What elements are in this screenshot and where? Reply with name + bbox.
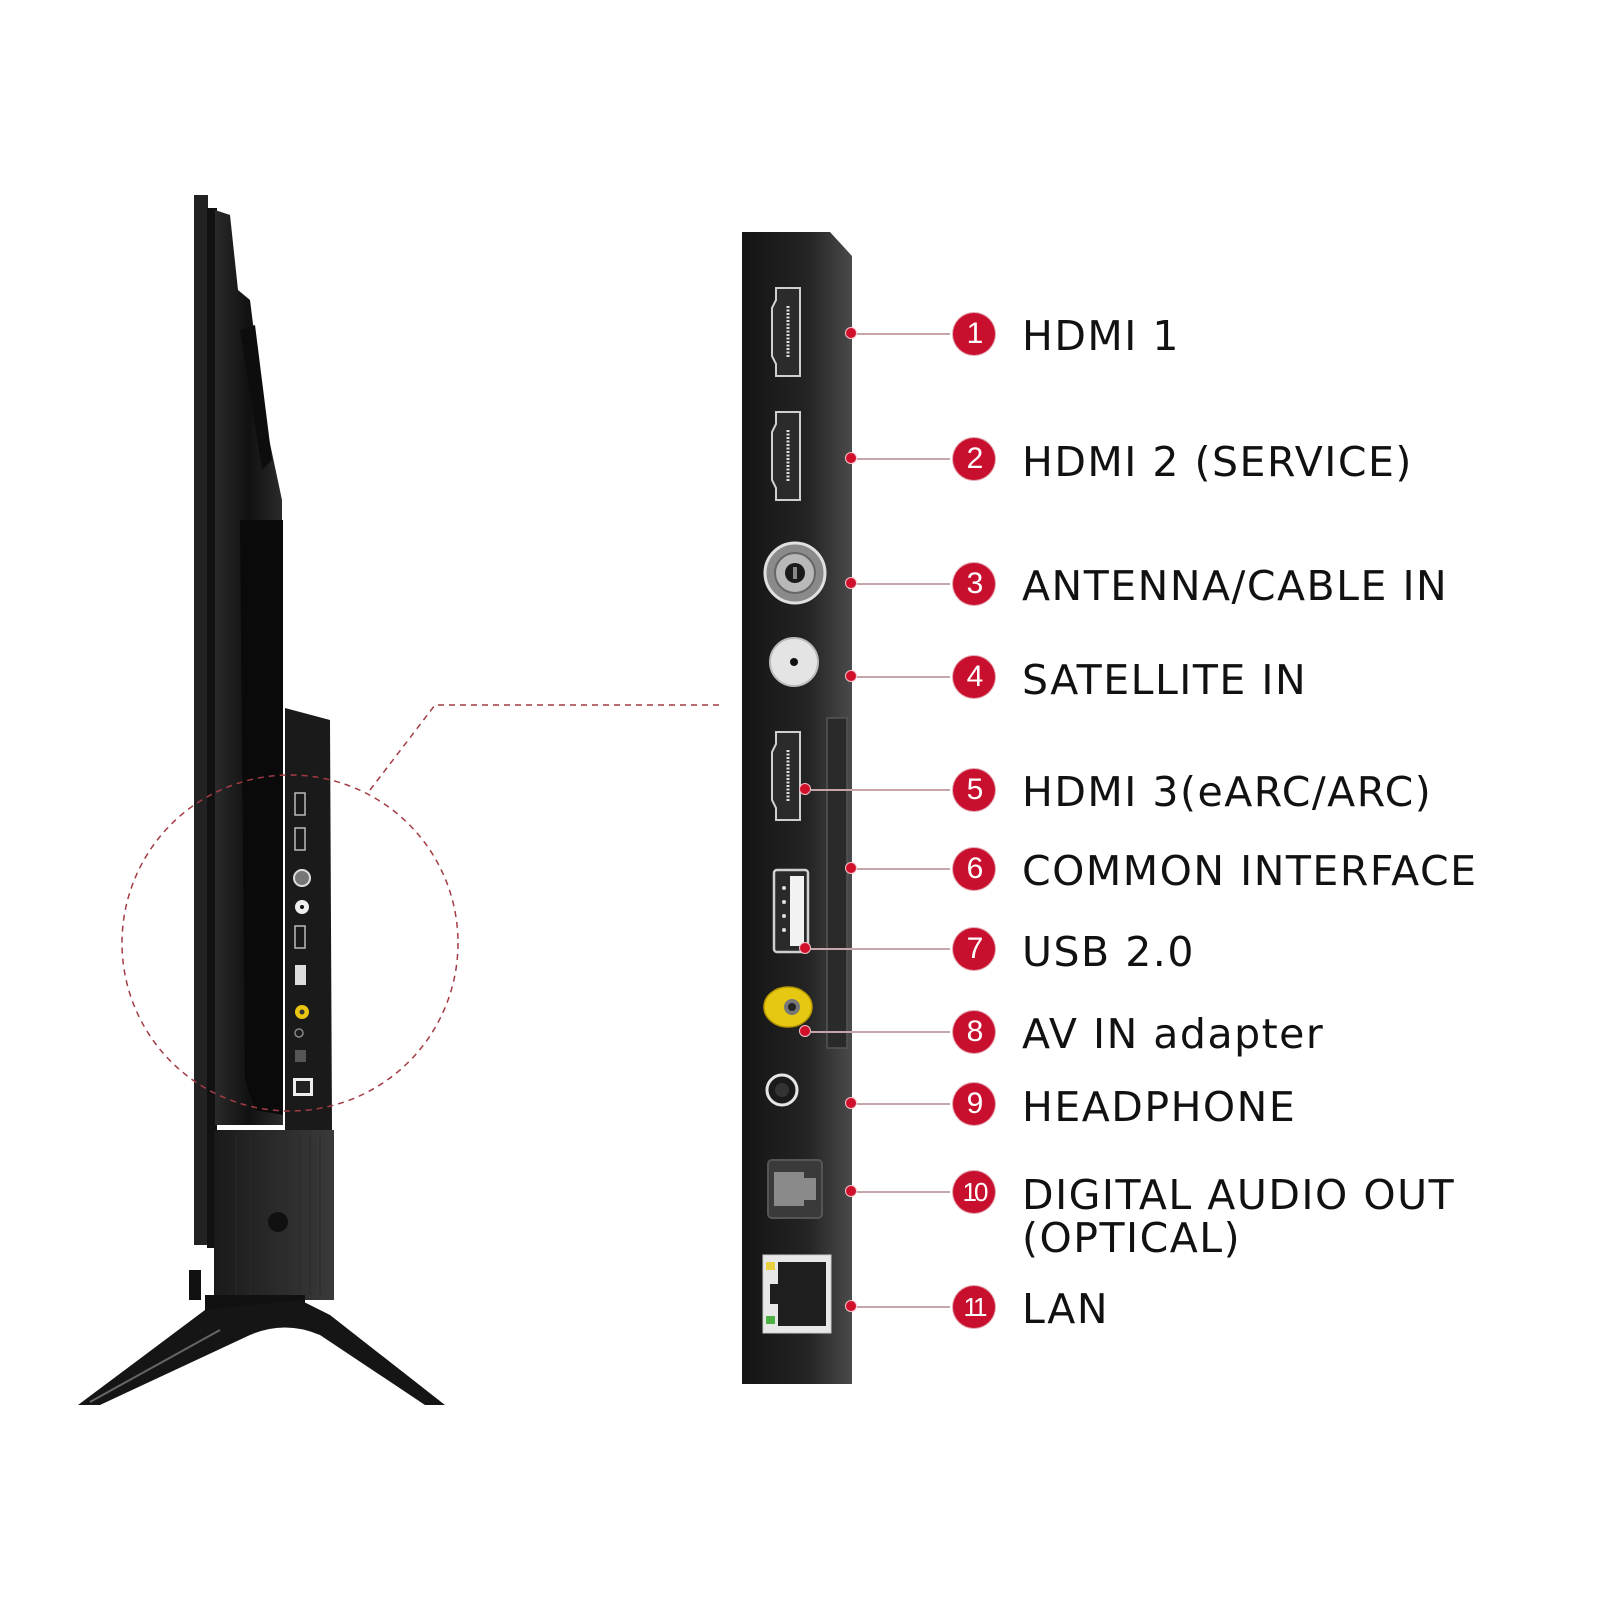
port-label: HEADPHONE (1022, 1083, 1297, 1131)
usb-port-icon[interactable] (772, 868, 810, 954)
tv-side-profile-illustration (78, 195, 720, 1405)
number-badge: 1 (953, 313, 995, 355)
port-label: HDMI 3(eARC/ARC) (1022, 768, 1433, 816)
number-badge: 3 (953, 563, 995, 605)
port-label: SATELLITE IN (1022, 656, 1308, 704)
number-badge: 2 (953, 438, 995, 480)
port-label: COMMON INTERFACE (1022, 847, 1478, 895)
port-panel-closeup (742, 232, 854, 1384)
lan-port-icon[interactable] (762, 1254, 832, 1334)
number-badge: 11 (953, 1286, 995, 1328)
hdmi-port-icon[interactable] (770, 730, 806, 822)
hdmi-port-icon[interactable] (770, 286, 806, 378)
satellite-port-icon[interactable] (768, 636, 820, 688)
headphone-jack-icon[interactable] (764, 1072, 800, 1108)
number-badge: 4 (953, 656, 995, 698)
number-badge: 6 (953, 848, 995, 890)
port-label: HDMI 1 (1022, 312, 1180, 360)
number-badge: 8 (953, 1011, 995, 1053)
antenna-port-icon[interactable] (762, 540, 828, 606)
av-in-port-icon[interactable] (762, 984, 816, 1030)
port-label-line1: DIGITAL AUDIO OUT (1022, 1171, 1456, 1219)
port-label: ANTENNA/CABLE IN (1022, 562, 1449, 610)
optical-port-icon[interactable] (766, 1158, 824, 1220)
number-badge: 10 (953, 1171, 995, 1213)
tv-side-view (0, 0, 720, 1600)
number-badge: 5 (953, 769, 995, 811)
port-label: AV IN adapter (1022, 1010, 1325, 1058)
port-label: LAN (1022, 1285, 1110, 1333)
port-label: DIGITAL AUDIO OUT (OPTICAL) (1022, 1171, 1456, 1263)
port-label-line2: (OPTICAL) (1022, 1214, 1242, 1263)
port-label: USB 2.0 (1022, 928, 1195, 976)
number-badge: 7 (953, 928, 995, 970)
number-badge: 9 (953, 1083, 995, 1125)
port-label: HDMI 2 (SERVICE) (1022, 438, 1413, 486)
hdmi-port-icon[interactable] (770, 410, 806, 502)
